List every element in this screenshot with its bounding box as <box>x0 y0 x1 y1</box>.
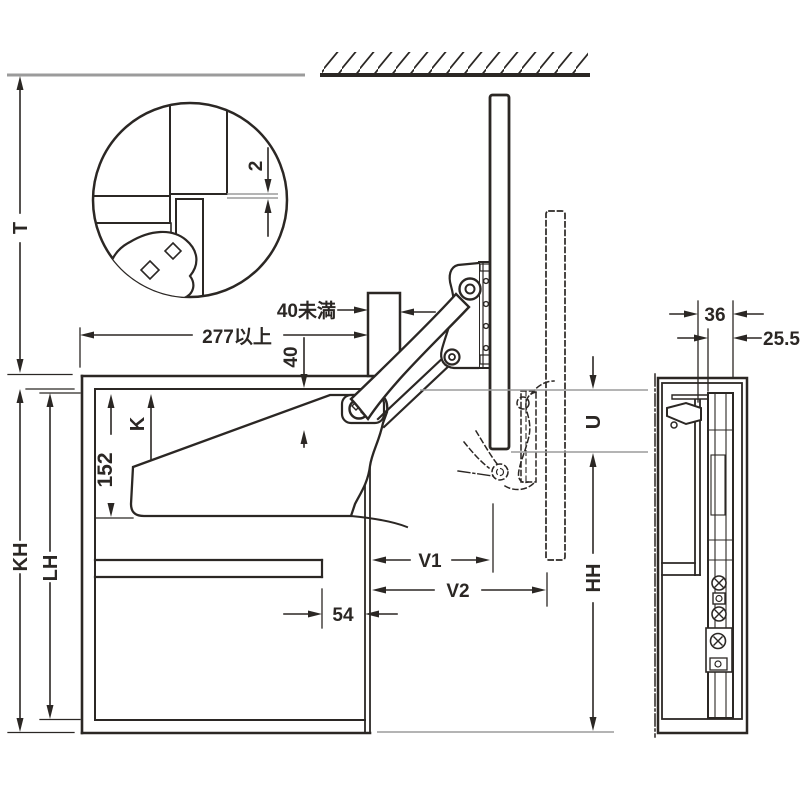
dim-label-u: U <box>583 415 605 429</box>
dim-label-25-5: 25.5 <box>763 329 800 350</box>
dimension-40: 40 <box>281 337 308 448</box>
dimension-u: U <box>583 356 605 429</box>
dim-label-lh: LH <box>40 555 62 582</box>
dimension-hh: HH <box>583 453 605 731</box>
door-open-position <box>488 93 511 451</box>
dim-label-v1: V1 <box>418 551 442 572</box>
dimension-54: 54 <box>283 588 398 629</box>
dimension-lh: LH <box>39 392 81 721</box>
dimension-277: 277以上 <box>79 326 368 368</box>
dim-label-40: 40 <box>281 346 302 367</box>
detail-circle: 2 <box>91 101 289 299</box>
ceiling <box>7 52 590 77</box>
dim-label-t: T <box>10 222 32 234</box>
dim-label-kh: KH <box>10 543 32 572</box>
cabinet-section <box>80 291 402 735</box>
dim-label-k: K <box>127 416 149 431</box>
side-view: 36 25.5 <box>654 300 800 738</box>
dimension-25-5: 25.5 <box>677 328 800 392</box>
dim-label-v2: V2 <box>446 581 469 602</box>
dimension-kh: KH <box>7 388 75 734</box>
dimension-v1: V1 <box>372 503 494 573</box>
dimension-v2: V2 <box>372 572 548 607</box>
reference-lines <box>377 389 648 733</box>
dim-label-2: 2 <box>246 161 267 172</box>
dim-label-40miman: 40未満 <box>277 299 336 322</box>
dimension-152: 152 <box>94 394 134 519</box>
dim-label-277: 277以上 <box>202 326 272 348</box>
shelf <box>93 558 324 579</box>
dim-label-36: 36 <box>704 305 725 326</box>
mounting-screws <box>705 575 733 673</box>
lift-mechanism <box>129 261 492 529</box>
door-closed-ghost <box>457 210 566 561</box>
dim-label-152: 152 <box>94 452 117 487</box>
dimension-k: K <box>127 394 155 460</box>
dimension-t: T <box>7 76 73 376</box>
dimension-36: 36 <box>669 300 764 403</box>
dimension-40miman: 40未満 <box>277 299 436 322</box>
dim-label-54: 54 <box>332 605 354 626</box>
dim-label-hh: HH <box>583 564 605 593</box>
